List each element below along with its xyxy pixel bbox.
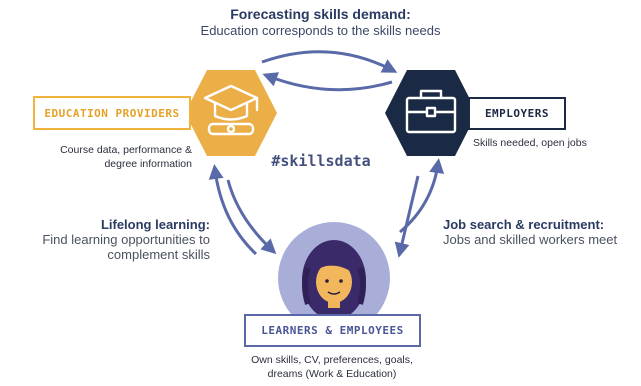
education-description: Course data, performance & degree inform…	[34, 143, 192, 171]
arrow-top-to-employers	[261, 50, 398, 73]
skillsdata-hashtag: #skillsdata	[271, 152, 371, 170]
lifelong-learning-block: Lifelong learning: Find learning opportu…	[6, 217, 210, 262]
learners-circle	[278, 222, 390, 328]
employers-hexagon	[385, 70, 477, 156]
forecasting-subtitle: Education corresponds to the skills need…	[200, 23, 441, 38]
arrow-left-up	[208, 164, 258, 256]
learners-description: Own skills, CV, preferences, goals, drea…	[226, 353, 438, 381]
lifelong-learning-line1: Find learning opportunities to	[42, 232, 210, 247]
job-search-title: Job search & recruitment:	[443, 217, 605, 232]
forecasting-title: Forecasting skills demand:	[230, 6, 411, 22]
education-desc-line1: Course data, performance &	[60, 144, 192, 156]
learners-employees-label: LEARNERS & EMPLOYEES	[244, 314, 421, 347]
arrow-right-down	[394, 175, 420, 258]
job-search-line1: Jobs and skilled workers meet	[443, 232, 618, 247]
arrow-left-down	[226, 179, 277, 255]
graduation-cap-diploma-icon	[203, 84, 259, 136]
learners-desc-line2: dreams (Work & Education)	[267, 368, 397, 380]
education-desc-line2: degree information	[104, 158, 192, 170]
briefcase-icon	[405, 89, 457, 134]
education-providers-label: EDUCATION PROVIDERS	[33, 96, 191, 130]
employers-label: EMPLOYERS	[468, 97, 566, 130]
lifelong-learning-title: Lifelong learning:	[100, 217, 210, 232]
employers-description: Skills needed, open jobs	[473, 137, 587, 149]
education-hexagon	[185, 70, 277, 156]
job-search-block: Job search & recruitment: Jobs and skill…	[443, 217, 639, 247]
lifelong-learning-line2: complement skills	[107, 247, 210, 262]
learners-desc-line1: Own skills, CV, preferences, goals,	[251, 354, 413, 366]
arrow-top-to-education	[262, 72, 393, 92]
